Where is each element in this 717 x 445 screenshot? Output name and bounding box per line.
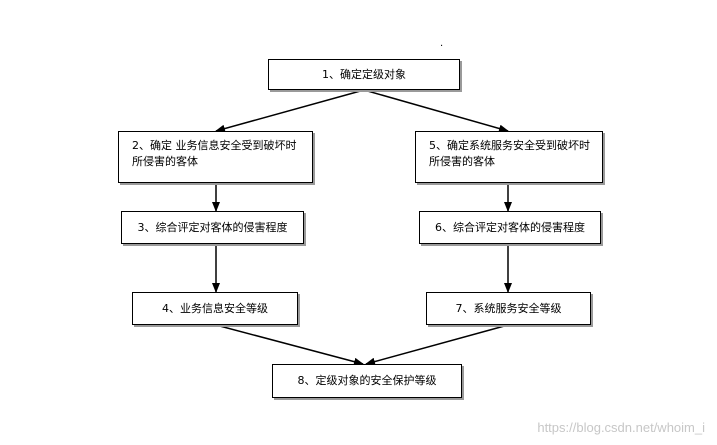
node-5-label-line2: 所侵害的客体 — [429, 155, 495, 168]
node-8-label: 8、定级对象的安全保护等级 — [297, 374, 437, 387]
node-4-business-info-level: 4、业务信息安全等级 — [132, 292, 298, 325]
node-6-assess-damage: 6、综合评定对客体的侵害程度 — [419, 211, 601, 244]
node-2-label-line2: 所侵害的客体 — [132, 155, 198, 168]
arrow-n4-to-n8 — [215, 324, 364, 366]
top-mark: . — [440, 38, 444, 49]
node-4-label: 4、业务信息安全等级 — [162, 301, 268, 315]
node-3-assess-damage: 3、综合评定对客体的侵害程度 — [121, 211, 304, 244]
node-2-label-line1: 2、确定 业务信息安全受到破坏时 — [132, 139, 297, 152]
arrow-n7-to-n8 — [365, 324, 509, 366]
node-1-label: 1、确定定级对象 — [322, 67, 406, 81]
node-5-label-line1: 5、确定系统服务安全受到破坏时 — [429, 139, 590, 152]
node-7-label: 7、系统服务安全等级 — [455, 301, 562, 315]
node-5-system-service-object: 5、确定系统服务安全受到破坏时 所侵害的客体 — [415, 131, 603, 183]
node-2-business-info-object: 2、确定 业务信息安全受到破坏时 所侵害的客体 — [118, 131, 313, 183]
node-8-protection-level: 8、定级对象的安全保护等级 — [272, 364, 462, 398]
node-7-system-service-level: 7、系统服务安全等级 — [426, 292, 591, 325]
watermark-url: https://blog.csdn.net/whoim_i — [537, 420, 705, 435]
arrow-n1-to-n5 — [363, 89, 509, 133]
node-3-label: 3、综合评定对客体的侵害程度 — [137, 220, 288, 234]
node-6-label: 6、综合评定对客体的侵害程度 — [435, 220, 585, 234]
arrow-n1-to-n2 — [215, 89, 365, 133]
node-1-determine-object: 1、确定定级对象 — [268, 59, 460, 90]
